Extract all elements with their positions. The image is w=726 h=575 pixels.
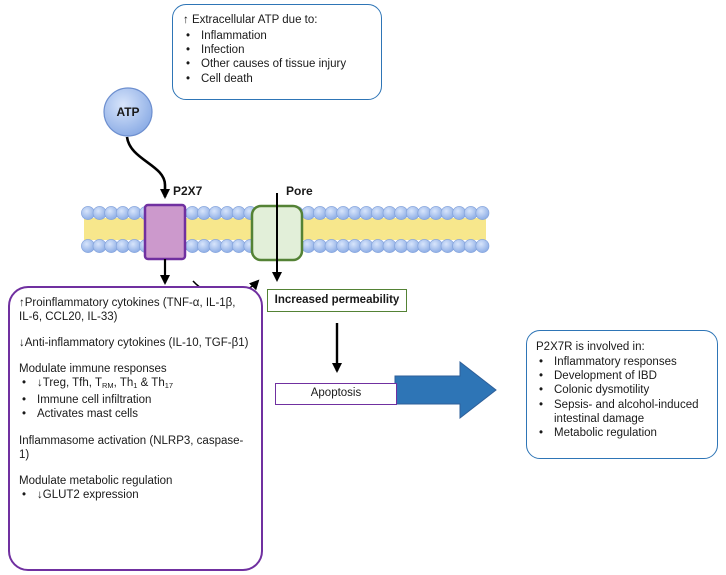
lipid-head: [220, 239, 235, 253]
proinflammatory-text: ↑Proinflammatory cytokines (TNF-α, IL-1β…: [19, 297, 236, 323]
lipid-head: [313, 239, 327, 253]
lipid-head: [92, 206, 107, 220]
p2x7-effects-box: ↑Proinflammatory cytokines (TNF-α, IL-1β…: [8, 286, 263, 571]
lipid-head: [115, 239, 130, 253]
lipid-head: [127, 206, 142, 220]
lipid-head: [417, 239, 432, 253]
big-blue-arrow: [394, 360, 497, 420]
atp-to-receptor-arrow: [125, 136, 170, 199]
apoptosis-label: Apoptosis: [310, 387, 362, 399]
lipid-head: [463, 206, 478, 220]
pore-label: Pore: [286, 184, 313, 198]
lipid-head: [475, 206, 490, 220]
mast-cells-item: Activates mast cells: [19, 407, 252, 421]
metabolic-item: ↓GLUT2 expression: [19, 488, 252, 502]
involvement-item: Development of IBD: [536, 369, 708, 383]
lipid-head: [127, 239, 142, 253]
lipid-head: [324, 239, 339, 253]
lipid-head: [359, 239, 374, 253]
lipid-head: [429, 206, 443, 220]
atp-causes-box: ↑ Extracellular ATP due to: Inflammation…: [172, 4, 382, 100]
atp-label: ATP: [116, 105, 140, 119]
lipid-head: [115, 206, 130, 220]
atp-circle: [103, 87, 153, 137]
permeability-label: Increased permeability: [274, 294, 400, 306]
lipid-head: [81, 239, 95, 253]
lipid-head: [382, 239, 397, 253]
lipid-head: [405, 206, 420, 220]
lipid-head: [405, 239, 420, 253]
lipid-head: [336, 239, 351, 253]
lipid-head: [394, 206, 409, 220]
immune-cells-item: ↓Treg, Tfh, TRM, Th1 & Th17: [19, 376, 252, 393]
lipid-head: [231, 206, 246, 220]
involvement-item: Inflammatory responses: [536, 355, 708, 369]
cause-item: Inflammation: [183, 29, 371, 43]
lipid-head: [81, 206, 95, 220]
apoptosis-box: Apoptosis: [275, 383, 397, 405]
lipid-head: [336, 206, 351, 220]
lipid-head: [475, 239, 490, 253]
lipid-head: [324, 206, 339, 220]
lipid-head: [452, 206, 467, 220]
lipid-head: [104, 206, 119, 220]
lipid-head: [197, 206, 211, 220]
lipid-head: [347, 239, 362, 253]
lipid-head: [371, 206, 385, 220]
lipid-head: [440, 239, 455, 253]
lipid-head: [104, 239, 119, 253]
lipid-head: [301, 239, 316, 253]
involvement-item: Metabolic regulation: [536, 426, 708, 440]
involvement-box: P2X7R is involved in: Inflammatory respo…: [526, 330, 718, 459]
lipid-head: [208, 239, 223, 253]
cause-item: Cell death: [183, 72, 371, 86]
cause-item: Other causes of tissue injury: [183, 57, 371, 71]
lipid-head: [359, 206, 374, 220]
atp-causes-heading: ↑ Extracellular ATP due to:: [183, 14, 318, 26]
involvement-item: Sepsis- and alcohol-induced intestinal d…: [536, 398, 708, 426]
lipid-head: [382, 206, 397, 220]
lipid-head: [231, 239, 246, 253]
lipid-head: [463, 239, 478, 253]
lipid-head: [220, 206, 235, 220]
lipid-head: [452, 239, 467, 253]
lipid-head: [429, 239, 443, 253]
immune-infiltration-item: Immune cell infiltration: [19, 393, 252, 407]
lipid-head: [313, 206, 327, 220]
lipid-head: [371, 239, 385, 253]
inflammasome-text: Inflammasome activation (NLRP3, caspase-…: [19, 434, 244, 461]
lipid-head: [301, 206, 316, 220]
involvement-heading: P2X7R is involved in:: [536, 341, 645, 353]
lipid-head: [185, 239, 200, 253]
lipid-head: [347, 206, 362, 220]
involvement-item: Colonic dysmotility: [536, 383, 708, 397]
lipid-head: [92, 239, 107, 253]
lipid-head: [394, 239, 409, 253]
lipid-head: [208, 206, 223, 220]
p2x7-label: P2X7: [173, 184, 203, 198]
p2x7-receptor: [143, 203, 187, 261]
cause-item: Infection: [183, 43, 371, 57]
immune-heading: Modulate immune responses: [19, 363, 167, 375]
permeability-box: Increased permeability: [267, 289, 407, 312]
lipid-head: [197, 239, 211, 253]
anti-inflammatory-text: ↓Anti-inflammatory cytokines (IL-10, TGF…: [19, 337, 249, 349]
lipid-head: [440, 206, 455, 220]
lipid-head: [417, 206, 432, 220]
lipid-head: [185, 206, 200, 220]
metabolic-heading: Modulate metabolic regulation: [19, 474, 173, 487]
